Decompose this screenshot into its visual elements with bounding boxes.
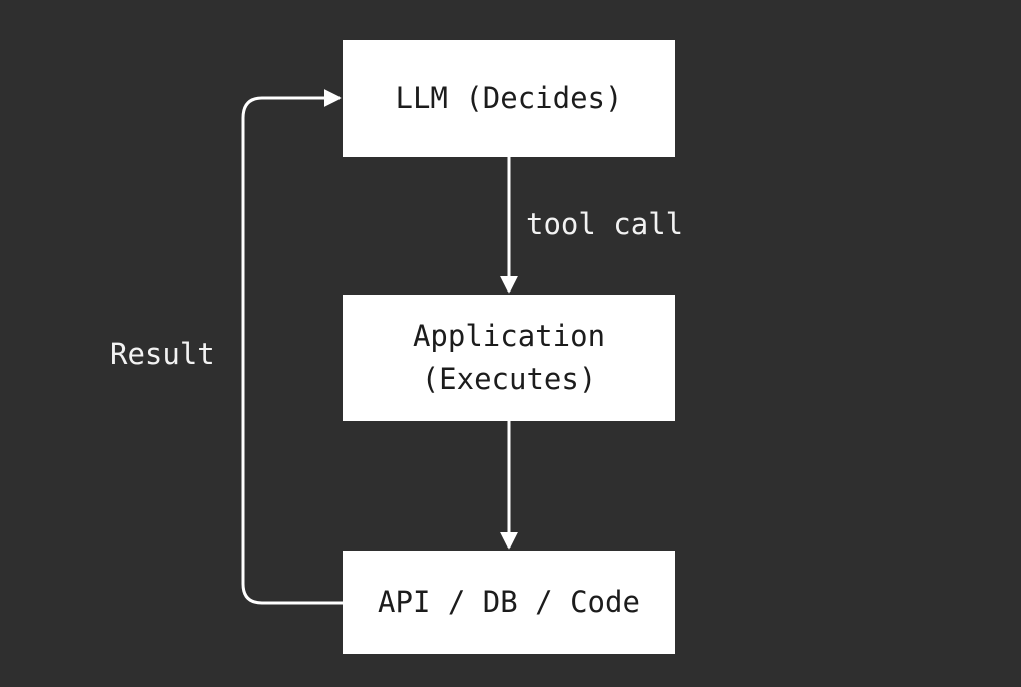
arrow-api-to-llm [241, 89, 343, 605]
application-node: Application (Executes) [343, 295, 675, 421]
api-db-code-node: API / DB / Code [343, 551, 675, 654]
tool-call-label: tool call [526, 207, 684, 241]
result-label: Result [110, 337, 215, 371]
api-node-label: API / DB / Code [378, 584, 640, 619]
llm-node-label: LLM (Decides) [395, 80, 623, 115]
application-node-sublabel: (Executes) [421, 362, 597, 396]
llm-node: LLM (Decides) [343, 40, 675, 157]
application-node-label: Application [412, 318, 606, 353]
